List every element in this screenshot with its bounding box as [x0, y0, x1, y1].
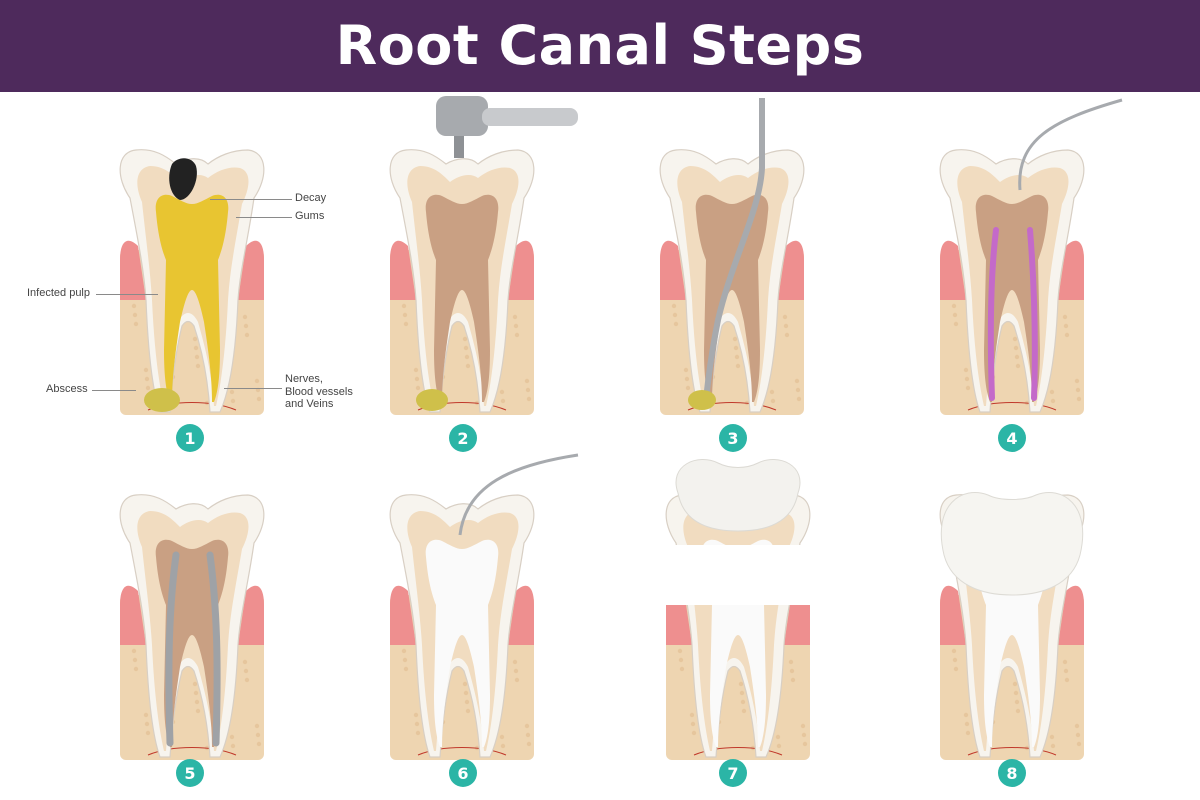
gum-right — [1058, 585, 1084, 645]
decay-leader-line — [210, 199, 292, 200]
crown-gap — [658, 545, 818, 605]
gutta-percha-left — [987, 227, 999, 401]
pulp-shape — [155, 194, 229, 402]
crown-placed — [940, 492, 1084, 596]
step-panel-8 — [892, 445, 1132, 785]
tooth-illustration — [659, 98, 805, 415]
infected-pulp-leader-line — [96, 294, 158, 295]
abscess-blob — [416, 389, 448, 411]
step-badge-8: 8 — [998, 759, 1026, 787]
drill-head — [436, 96, 488, 136]
step-badge-2: 2 — [449, 424, 477, 452]
abscess-leader-line — [92, 390, 136, 391]
dental-probe — [1018, 98, 1123, 191]
gums-label: Gums — [295, 210, 325, 222]
step-badge-3: 3 — [719, 424, 747, 452]
step-badge-6: 6 — [449, 759, 477, 787]
blood-vessel-line — [967, 402, 1057, 411]
nerves-label-line-1: Nerves, — [285, 373, 323, 385]
step-panel-3 — [612, 98, 852, 440]
gum-left — [390, 240, 416, 300]
step-panel-2 — [342, 96, 582, 440]
blood-vessel-line — [967, 747, 1057, 756]
decay-label: Decay — [295, 192, 327, 204]
gum-right — [1058, 240, 1084, 300]
gum-right — [238, 585, 264, 645]
tooth-illustration — [939, 492, 1085, 760]
page-title: Root Canal Steps — [335, 14, 865, 77]
gum-right — [238, 240, 264, 300]
abscess-label: Abscess — [46, 383, 88, 395]
gum-left — [940, 585, 966, 645]
tooth-illustration — [939, 98, 1123, 415]
decay-cavity — [169, 158, 197, 200]
nerves-label-line-3: and Veins — [285, 398, 334, 411]
step-panel-5 — [72, 445, 312, 785]
filled-canal-right — [206, 551, 221, 747]
gum-left — [940, 240, 966, 300]
dental-probe — [458, 453, 579, 536]
abscess-blob — [144, 388, 180, 412]
step-badge-4: 4 — [998, 424, 1026, 452]
blood-vessel-line — [417, 747, 507, 756]
tooth-illustration — [119, 149, 265, 415]
gum-left — [660, 240, 686, 300]
step-badge-1: 1 — [176, 424, 204, 452]
step-panel-6 — [342, 445, 582, 785]
crown-cap — [675, 459, 801, 532]
gum-left — [120, 240, 146, 300]
filled-canal-left — [165, 551, 180, 747]
tooth-illustration — [119, 494, 265, 760]
gums-leader-line — [236, 217, 292, 218]
drill-arm — [482, 108, 578, 126]
blood-vessel-line — [147, 747, 237, 756]
step-panel-4 — [892, 98, 1132, 440]
blood-vessel-line — [693, 747, 783, 756]
tooth-illustration — [658, 459, 818, 760]
tooth-illustration — [389, 453, 579, 760]
infected-pulp-label: Infected pulp — [27, 287, 90, 299]
gum-left — [120, 585, 146, 645]
gum-left — [390, 585, 416, 645]
pulp-shape — [425, 194, 499, 402]
gutta-percha-right — [1027, 227, 1038, 401]
nerves-leader-line — [224, 388, 282, 389]
gum-right — [508, 240, 534, 300]
abscess-blob — [688, 390, 716, 410]
step-badge-5: 5 — [176, 759, 204, 787]
root-file-instrument — [703, 98, 765, 401]
step-panel-7 — [618, 445, 858, 785]
step-panel-1 — [72, 100, 312, 440]
title-banner: Root Canal Steps — [0, 0, 1200, 92]
nerves-label: Nerves, Blood vessels and Veins — [285, 373, 353, 411]
nerves-label-line-2: Blood vessels — [285, 385, 353, 398]
gum-right — [508, 585, 534, 645]
gum-right — [778, 240, 804, 300]
pulp-shape — [425, 539, 499, 747]
drill-bit — [454, 136, 464, 158]
tooth-illustration — [389, 96, 578, 415]
step-badge-7: 7 — [719, 759, 747, 787]
